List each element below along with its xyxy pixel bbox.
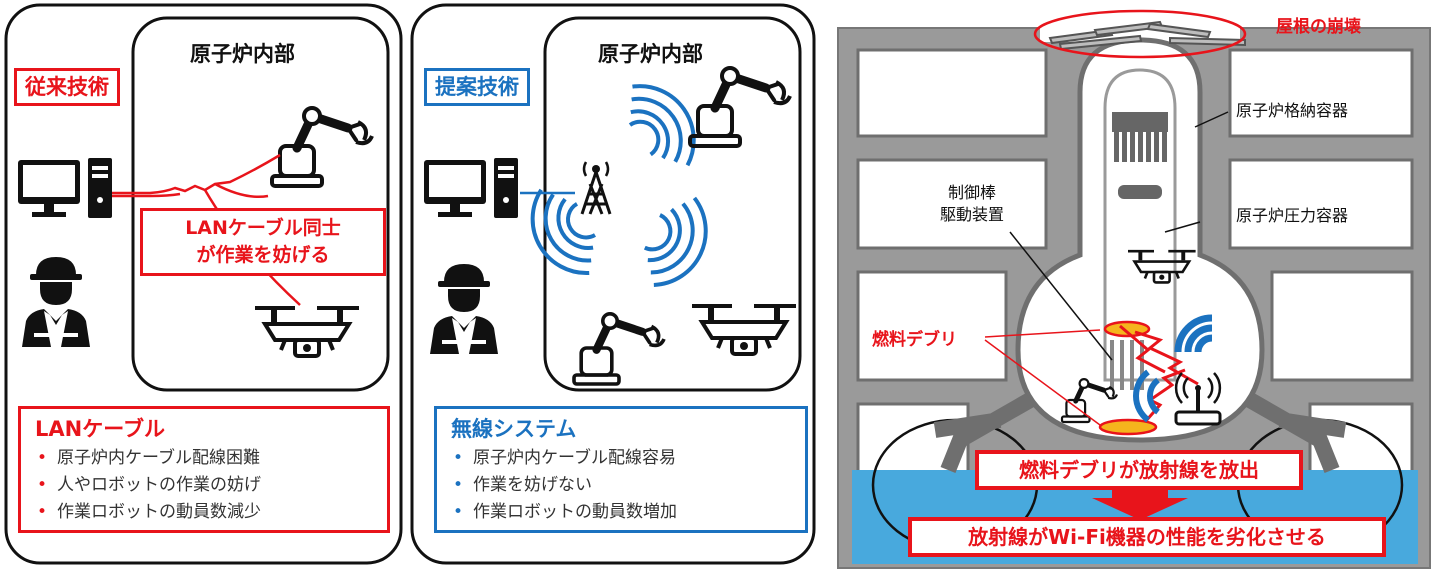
lan-cable bbox=[112, 192, 181, 198]
room bbox=[1228, 158, 1414, 250]
list-item: 作業ロボットの動員数減少 bbox=[35, 499, 373, 526]
router-icon bbox=[1174, 372, 1222, 426]
containment-label: 原子炉格納容器 bbox=[1236, 101, 1349, 120]
callout-line1: LANケーブル同士 bbox=[185, 217, 341, 239]
middle-tag: 提案技術 bbox=[424, 68, 530, 106]
list-item: 作業を妨げない bbox=[451, 472, 791, 499]
middle-inner-title: 原子炉内部 bbox=[598, 42, 703, 66]
down-arrow-icon bbox=[1092, 488, 1188, 520]
banner-debris-radiation: 燃料デブリが放射線を放出 bbox=[975, 450, 1303, 490]
list-item: 作業ロボットの動員数増加 bbox=[451, 499, 791, 526]
list-item: 原子炉内ケーブル配線容易 bbox=[451, 445, 791, 472]
leader-line bbox=[1009, 231, 1113, 361]
wifi-waves-icon bbox=[1133, 369, 1160, 423]
leader-line bbox=[1164, 221, 1201, 233]
radiation-ray bbox=[1134, 330, 1199, 386]
control-rod-label: 制御棒 駆動装置 bbox=[940, 182, 1004, 226]
room bbox=[1270, 270, 1414, 382]
leader-line bbox=[984, 339, 1101, 426]
roof-collapse-label: 屋根の崩壊 bbox=[1276, 17, 1361, 37]
antenna-icon bbox=[580, 161, 612, 215]
list-item: 人やロボットの作業の妨げ bbox=[35, 472, 373, 499]
fuel-debris-label: 燃料デブリ bbox=[872, 330, 957, 350]
left-list-box: LANケーブル 原子炉内ケーブル配線困難 人やロボットの作業の妨げ 作業ロボット… bbox=[18, 406, 390, 533]
room bbox=[856, 158, 1048, 250]
roof-debris bbox=[1048, 20, 1246, 51]
roof-collapse-highlight bbox=[1033, 9, 1247, 59]
left-inner-title: 原子炉内部 bbox=[190, 42, 295, 66]
middle-list-box: 無線システム 原子炉内ケーブル配線容易 作業を妨げない 作業ロボットの動員数増加 bbox=[434, 406, 808, 533]
control-rod-line2: 駆動装置 bbox=[940, 205, 1005, 224]
banner-wifi-degradation: 放射線がWi-Fi機器の性能を劣化させる bbox=[908, 517, 1386, 557]
fuel-debris bbox=[1098, 418, 1158, 436]
pressure-vessel-label: 原子炉圧力容器 bbox=[1236, 206, 1349, 225]
leader-line bbox=[984, 329, 1101, 338]
leader-line bbox=[1194, 111, 1229, 128]
left-reactor-frame bbox=[131, 16, 390, 392]
list-item: 原子炉内ケーブル配線困難 bbox=[35, 445, 373, 472]
middle-list-title: 無線システム bbox=[451, 417, 577, 441]
wifi-waves-icon bbox=[1174, 314, 1213, 353]
middle-list: 原子炉内ケーブル配線容易 作業を妨げない 作業ロボットの動員数増加 bbox=[451, 445, 791, 526]
middle-reactor-frame bbox=[543, 16, 802, 392]
callout-line2: が作業を妨げる bbox=[196, 244, 330, 266]
lan-callout: LANケーブル同士 が作業を妨げる bbox=[140, 208, 386, 276]
lan-cable bbox=[112, 153, 281, 195]
left-tag: 従来技術 bbox=[14, 68, 120, 106]
control-rod-line1: 制御棒 bbox=[948, 183, 997, 202]
room bbox=[1228, 48, 1414, 138]
room bbox=[856, 270, 1008, 382]
left-list: 原子炉内ケーブル配線困難 人やロボットの作業の妨げ 作業ロボットの動員数減少 bbox=[35, 445, 373, 526]
left-list-title: LANケーブル bbox=[35, 417, 165, 441]
room bbox=[856, 48, 1048, 138]
